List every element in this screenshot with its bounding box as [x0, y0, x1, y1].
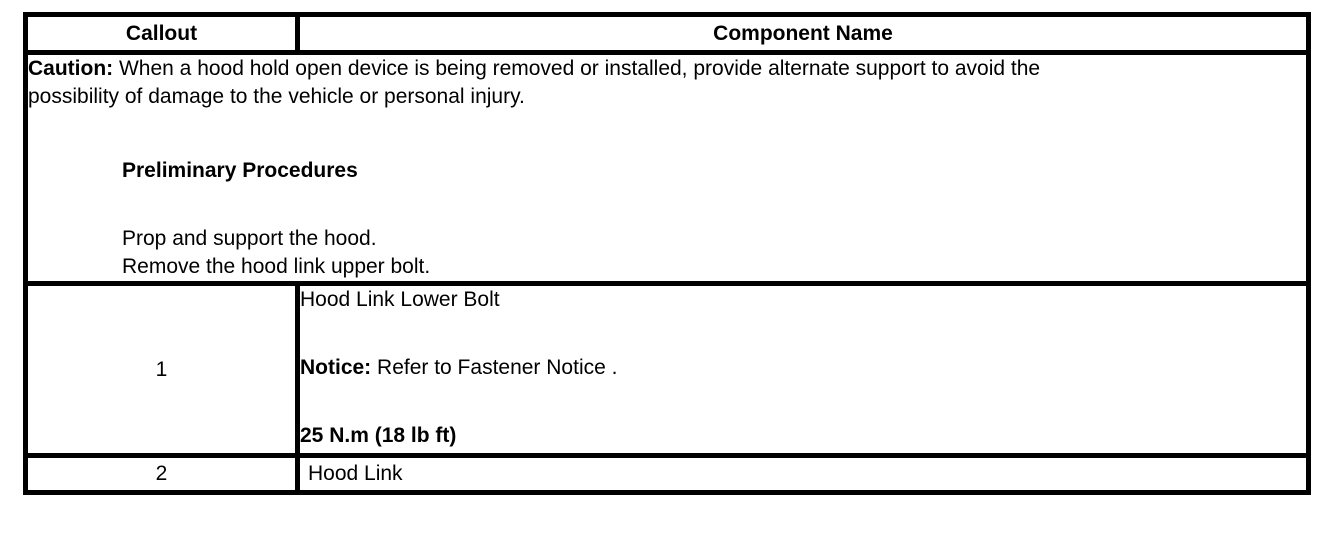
callout-number-1: 1 [23, 281, 300, 458]
component-name-1: Hood Link Lower Bolt [300, 288, 500, 311]
preliminary-procedures-list: Prop and support the hood. Remove the ho… [122, 227, 431, 278]
callout-number-2: 2 [23, 453, 300, 495]
caution-prefix: Caution: [28, 57, 114, 80]
preliminary-procedures-heading: Preliminary Procedures [122, 159, 358, 182]
component-callout-table: Callout Component Name Caution: When a h… [23, 12, 1311, 495]
table-header-row: Callout Component Name [23, 12, 1311, 55]
table-row: 2 Hood Link [23, 453, 1311, 495]
table-row: 1 Hood Link Lower Bolt Notice: Refer to … [23, 281, 1311, 458]
caution-row: Caution: When a hood hold open device is… [23, 50, 1311, 286]
notice-text: Refer to Fastener Notice . [371, 356, 618, 379]
caution-cell: Caution: When a hood hold open device is… [23, 50, 1311, 286]
callout-column-header: Callout [23, 12, 300, 55]
component-name-column-header: Component Name [295, 12, 1311, 55]
caution-paragraph: Caution: When a hood hold open device is… [28, 55, 1306, 111]
component-name-2: Hood Link [295, 453, 1311, 495]
torque-spec: 25 N.m (18 lb ft) [300, 424, 457, 447]
notice-paragraph: Notice: Refer to Fastener Notice . [300, 354, 1306, 382]
notice-prefix: Notice: [300, 356, 372, 379]
caution-text: When a hood hold open device is being re… [28, 57, 1041, 108]
component-cell-1: Hood Link Lower Bolt Notice: Refer to Fa… [295, 281, 1311, 458]
